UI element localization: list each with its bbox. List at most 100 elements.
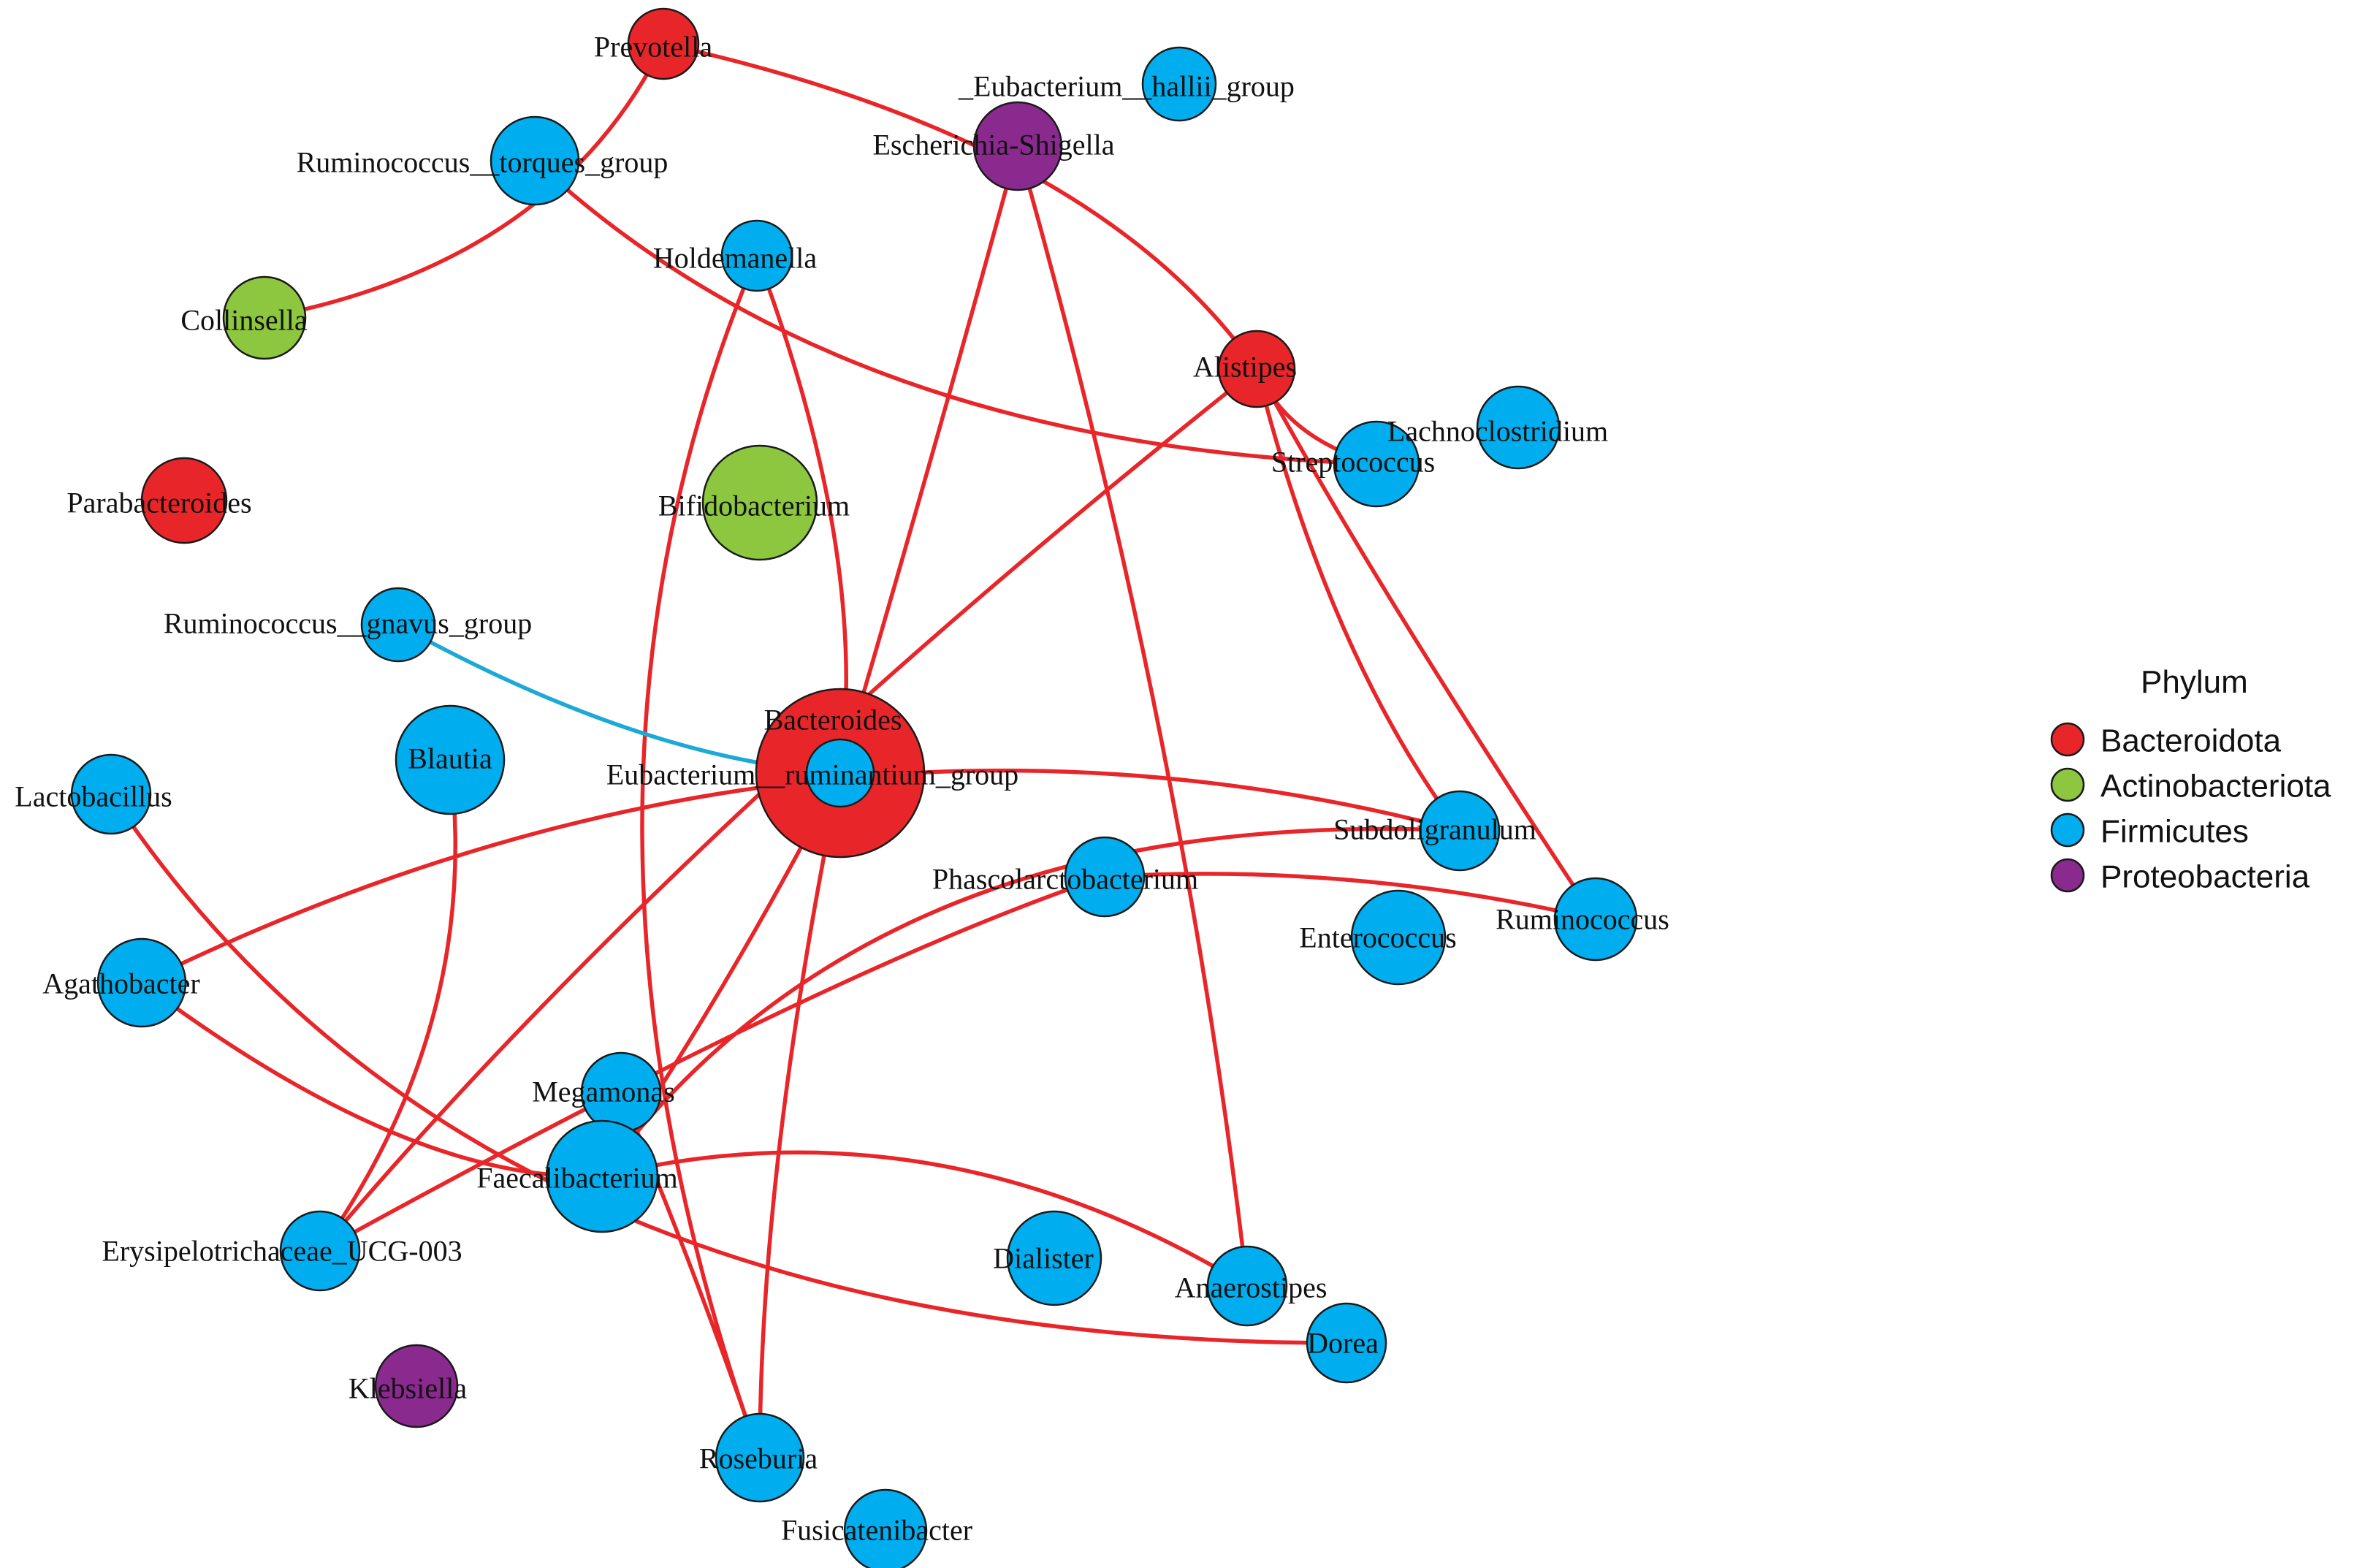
- node-circle-rumino-torques[interactable]: [490, 115, 580, 206]
- node-circle-lachnoclostridium[interactable]: [1476, 385, 1561, 470]
- node-label-lactobacillus: Lactobacillus: [15, 780, 172, 813]
- node-label-escherichia: Escherichia-Shigella: [873, 129, 1115, 161]
- node-circle-streptococcus[interactable]: [1333, 420, 1420, 508]
- node-label-parabacteroides: Parabacteroides: [66, 487, 251, 520]
- node-dialister[interactable]: [1006, 1210, 1102, 1306]
- node-label-streptococcus: Streptococcus: [1271, 446, 1435, 479]
- node-circle-alistipes[interactable]: [1217, 330, 1296, 408]
- node-holdemanella[interactable]: [720, 219, 793, 292]
- node-label-prevotella: Prevotella: [594, 31, 712, 64]
- node-parabacteroides[interactable]: [140, 457, 228, 544]
- node-circle-parabacteroides[interactable]: [140, 457, 228, 544]
- legend-label-actinobacteriota: Actinobacteriota: [2100, 769, 2331, 804]
- node-blautia[interactable]: [395, 704, 506, 815]
- edge-blautia-erysipelo: [318, 758, 457, 1253]
- edge-erysipelo-phascolarctobacterium: [318, 875, 1107, 1253]
- node-label-anaerostipes: Anaerostipes: [1175, 1271, 1328, 1304]
- node-label-dialister: Dialister: [993, 1242, 1094, 1275]
- legend-swatch-firmicutes: [2050, 812, 2085, 848]
- node-label-erysipelo: Erysipelotrichaceae_UCG-003: [102, 1235, 462, 1268]
- legend: Phylum Bacteroidota Actinobacteriota Fir…: [2050, 664, 2331, 895]
- node-circle-agathobacter[interactable]: [96, 937, 187, 1028]
- node-eub-hallii[interactable]: [1141, 46, 1217, 122]
- legend-label-bacteroidota: Bacteroidota: [2100, 723, 2282, 759]
- node-circle-prevotella[interactable]: [627, 7, 700, 80]
- legend-label-firmicutes: Firmicutes: [2100, 814, 2249, 850]
- node-label-lachnoclostridium: Lachnoclostridium: [1387, 415, 1608, 448]
- node-anaerostipes[interactable]: [1206, 1245, 1288, 1327]
- node-circle-dialister[interactable]: [1006, 1210, 1102, 1306]
- node-rumino-torques[interactable]: [490, 115, 580, 206]
- node-circle-blautia[interactable]: [395, 704, 506, 815]
- node-streptococcus[interactable]: [1333, 420, 1420, 508]
- edge-alistipes-erysipelo: [318, 367, 1259, 1253]
- node-label-fusicatenibacter: Fusicatenibacter: [781, 1514, 972, 1547]
- node-circle-erysipelo[interactable]: [279, 1210, 361, 1292]
- node-enterococcus[interactable]: [1350, 889, 1447, 986]
- node-circle-holdemanella[interactable]: [720, 219, 793, 292]
- node-label-enterococcus: Enterococcus: [1299, 921, 1456, 954]
- node-label-bifidobacterium: Bifidobacterium: [658, 490, 850, 522]
- node-klebsiella[interactable]: [374, 1344, 459, 1428]
- node-circle-anaerostipes[interactable]: [1206, 1245, 1288, 1327]
- node-agathobacter[interactable]: [96, 937, 187, 1028]
- node-lachnoclostridium[interactable]: [1476, 385, 1561, 470]
- node-label-alistipes: Alistipes: [1193, 351, 1297, 384]
- edge-escherichia-bacteroides: [838, 144, 1020, 775]
- node-fusicatenibacter[interactable]: [843, 1488, 928, 1568]
- legend-swatch-actinobacteriota: [2050, 767, 2085, 802]
- node-subdoligranulum[interactable]: [1419, 790, 1501, 872]
- node-label-agathobacter: Agathobacter: [42, 967, 199, 1000]
- node-circle-rumino-gnavus[interactable]: [360, 587, 436, 663]
- node-label-rumino-gnavus: Ruminococcus__gnavus_group: [164, 607, 532, 640]
- edge-rumino-torques-streptococcus: [533, 159, 1379, 466]
- node-faecalibacterium[interactable]: [545, 1119, 659, 1233]
- node-phascolarctobacterium[interactable]: [1064, 836, 1146, 918]
- node-label-phascolarctobacterium: Phascolarctobacterium: [932, 863, 1198, 896]
- edge-alistipes-ruminococcus: [1254, 367, 1598, 921]
- node-roseburia[interactable]: [715, 1412, 805, 1503]
- node-erysipelo[interactable]: [279, 1210, 361, 1292]
- node-circle-ruminococcus[interactable]: [1553, 877, 1638, 962]
- node-escherichia[interactable]: [972, 101, 1063, 191]
- node-circle-faecalibacterium[interactable]: [545, 1119, 659, 1233]
- node-circle-collinsella[interactable]: [222, 275, 307, 360]
- node-label-bacteroides: Bacteroides: [764, 704, 902, 737]
- edge-holdemanella-roseburia: [640, 254, 762, 1460]
- node-label-collinsella: Collinsella: [180, 304, 308, 337]
- node-circle-eub-ruminantium[interactable]: [805, 738, 875, 808]
- node-label-eub-ruminantium: Eubacterium__ruminantium_group: [606, 758, 1018, 791]
- node-circle-eub-hallii[interactable]: [1141, 46, 1217, 122]
- node-circle-dorea[interactable]: [1306, 1302, 1387, 1384]
- node-circle-phascolarctobacterium[interactable]: [1064, 836, 1146, 918]
- node-prevotella[interactable]: [627, 7, 700, 80]
- node-label-holdemanella: Holdemanella: [653, 242, 818, 275]
- edge-phascolarctobacterium-ruminococcus: [1102, 872, 1598, 921]
- node-circle-bifidobacterium[interactable]: [701, 444, 818, 561]
- node-label-roseburia: Roseburia: [699, 1442, 818, 1475]
- node-dorea[interactable]: [1306, 1302, 1387, 1384]
- edge-faecalibacterium-anaerostipes: [600, 1150, 1249, 1288]
- edge-escherichia-anaerostipes: [1016, 144, 1249, 1288]
- legend-label-proteobacteria: Proteobacteria: [2100, 859, 2310, 895]
- node-collinsella[interactable]: [222, 275, 307, 360]
- node-circle-lactobacillus[interactable]: [70, 753, 152, 835]
- node-circle-klebsiella[interactable]: [374, 1344, 459, 1428]
- node-circle-fusicatenibacter[interactable]: [843, 1488, 928, 1568]
- node-ruminococcus[interactable]: [1553, 877, 1638, 962]
- node-circle-subdoligranulum[interactable]: [1419, 790, 1501, 872]
- node-alistipes[interactable]: [1217, 330, 1296, 408]
- node-circle-roseburia[interactable]: [715, 1412, 805, 1503]
- node-circle-escherichia[interactable]: [972, 101, 1063, 191]
- node-circle-enterococcus[interactable]: [1350, 889, 1447, 986]
- node-bacteroides[interactable]: [755, 688, 926, 859]
- node-rumino-gnavus[interactable]: [360, 587, 436, 663]
- node-bifidobacterium[interactable]: [701, 444, 818, 561]
- node-label-faecalibacterium: Faecalibacterium: [476, 1162, 677, 1195]
- legend-title: Phylum: [2141, 664, 2248, 700]
- node-label-eub-hallii: _Eubacterium__hallii_group: [958, 70, 1295, 103]
- node-label-blautia: Blautia: [408, 742, 492, 775]
- node-label-megamonas: Megamonas: [532, 1076, 675, 1108]
- node-lactobacillus[interactable]: [70, 753, 152, 835]
